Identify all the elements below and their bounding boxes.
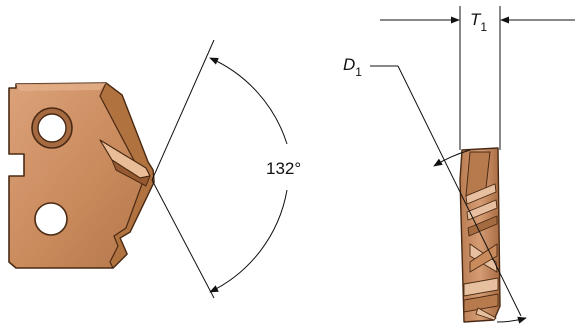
side-flute-lower-2 <box>463 293 499 313</box>
side-flute-stripe-3 <box>467 215 498 237</box>
insert-side-view <box>459 147 501 323</box>
side-flute-stripe-2 <box>466 199 498 221</box>
d1-arc-upper <box>433 149 471 167</box>
insert-chip-groove-shadow <box>111 159 151 187</box>
thickness-dimension: T1 <box>380 6 575 150</box>
d1-label-subscript: 1 <box>355 65 362 79</box>
lower-mounting-hole <box>34 202 68 236</box>
side-flute-tip <box>475 307 497 321</box>
d1-leader-diagonal <box>397 65 522 317</box>
angle-extension-line-lower <box>151 179 215 299</box>
t1-label-letter: T <box>470 10 482 29</box>
side-flute-lower-1 <box>463 277 499 297</box>
d1-label: D1 <box>343 55 362 79</box>
t1-label: T1 <box>470 10 487 34</box>
angle-arc-upper <box>209 57 288 145</box>
angle-value-label: 132° <box>266 159 301 178</box>
upper-mounting-hole <box>31 107 73 149</box>
diameter-dimension: D1 <box>343 55 527 324</box>
insert-front-view <box>8 82 155 269</box>
point-angle-dimension: 132° <box>151 39 301 299</box>
insert-top-edge <box>16 83 106 91</box>
d1-arc-lower <box>496 316 527 324</box>
side-flute-cross-b <box>469 243 498 273</box>
angle-extension-line-upper <box>151 39 215 181</box>
side-flute-stripe-1 <box>465 183 497 205</box>
angle-arc-lower <box>209 189 288 293</box>
t1-label-subscript: 1 <box>480 20 487 34</box>
d1-label-letter: D <box>343 55 355 74</box>
